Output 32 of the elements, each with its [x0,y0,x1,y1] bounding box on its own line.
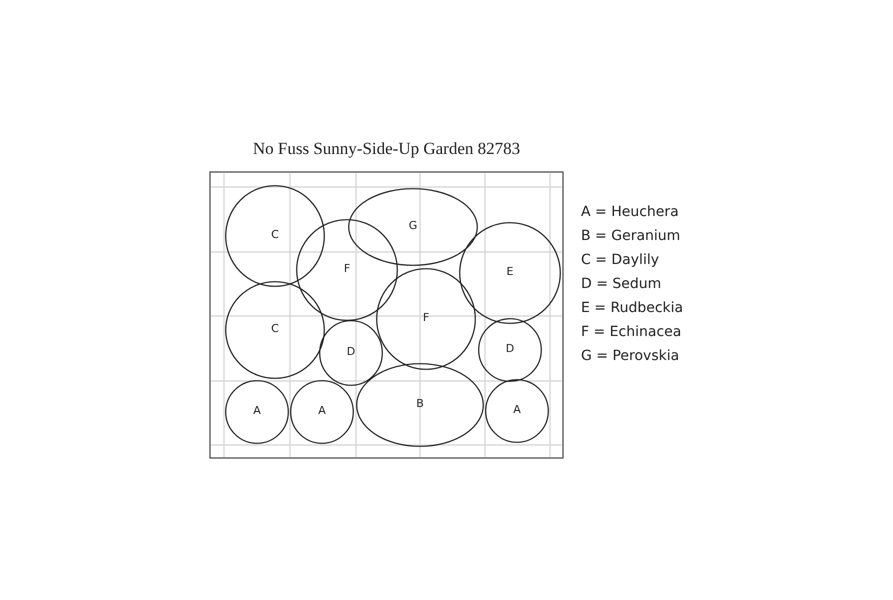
plant-circle [225,185,325,287]
plant-key-entry: E = Rudbeckia [581,300,684,316]
plant-circle [478,318,542,382]
plant-key-entry: G = Perovskia [581,348,680,364]
plant-key-entry: D = Sedum [581,276,662,292]
plant-letter: A [513,403,521,416]
plant-letter: E [506,265,514,278]
plant-circle [356,363,484,447]
plant-circle [485,379,549,443]
plant-letter: B [416,397,424,410]
plant-circle [296,219,398,321]
plan-title: No Fuss Sunny-Side-Up Garden 82783 [252,139,522,159]
plant-circle [348,188,478,266]
plant-letter: D [346,345,356,358]
plant-letter: F [422,311,430,324]
plant-letter: C [271,322,279,336]
plant-key-entry: B = Geranium [581,228,680,244]
plant-letter: F [344,262,350,276]
plant-letter: D [506,342,514,356]
plant-circle [319,320,383,386]
plant-letter: A [318,404,326,418]
plant-letter: G [408,219,418,232]
plant-letter: C [271,228,279,242]
plant-circle [225,281,325,379]
plant-letter: A [253,404,261,418]
plant-circle [290,380,354,444]
plant-circle [225,380,289,444]
plant-circle [459,222,561,324]
plant-key-entry: A = Heuchera [581,204,679,220]
plant-key-entry: F = Echinacea [581,324,682,340]
plant-key-entry: C = Daylily [581,252,660,268]
plant-circle [376,268,476,370]
